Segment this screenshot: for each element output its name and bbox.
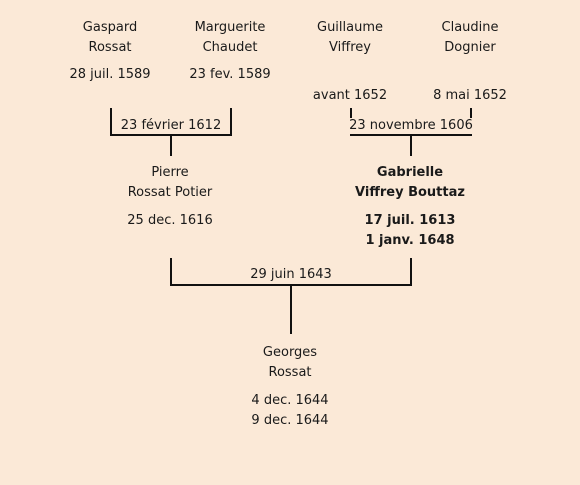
person-name-line1: Guillaume bbox=[316, 20, 384, 35]
birth-date: 28 juil. 1589 bbox=[69, 67, 151, 82]
person-name-line2: Dognier bbox=[444, 40, 496, 55]
person-name-line2: Chaudet bbox=[202, 40, 258, 55]
person-name-line1: Claudine bbox=[441, 20, 499, 35]
birth-date: 4 dec. 1644 bbox=[251, 393, 329, 408]
birth-date: avant 1652 bbox=[312, 88, 388, 103]
person-name-line2: Rossat bbox=[268, 365, 312, 380]
descent-line bbox=[170, 134, 172, 156]
person-name-line1: Gaspard bbox=[82, 20, 138, 35]
person-name-line1: Pierre bbox=[151, 165, 189, 180]
birth-date: 25 dec. 1616 bbox=[127, 213, 213, 228]
marriage-date: 23 février 1612 bbox=[119, 118, 223, 134]
person-name-line1: Gabrielle bbox=[376, 165, 444, 180]
marriage-date: 29 juin 1643 bbox=[249, 267, 333, 283]
person-name-line2: Viffrey Bouttaz bbox=[355, 185, 465, 200]
birth-date: 17 juil. 1613 bbox=[364, 213, 456, 228]
person-name-line1: Marguerite bbox=[194, 20, 266, 35]
birth-date: 23 fev. 1589 bbox=[189, 67, 271, 82]
marriage-date: 23 novembre 1606 bbox=[348, 118, 474, 134]
person-name-line2: Rossat bbox=[88, 40, 132, 55]
descent-line bbox=[410, 134, 412, 156]
connector-line bbox=[410, 258, 412, 286]
death-date: 9 dec. 1644 bbox=[251, 413, 329, 428]
person-name-line1: Georges bbox=[262, 345, 318, 360]
person-name-line2: Viffrey bbox=[329, 40, 371, 55]
connector-line bbox=[230, 108, 232, 136]
death-date: 1 janv. 1648 bbox=[365, 233, 455, 248]
person-name-line2: Rossat Potier bbox=[127, 185, 213, 200]
connector-line bbox=[170, 258, 172, 286]
connector-line bbox=[110, 108, 112, 136]
birth-date: 8 mai 1652 bbox=[433, 88, 507, 103]
descent-line bbox=[290, 284, 292, 334]
